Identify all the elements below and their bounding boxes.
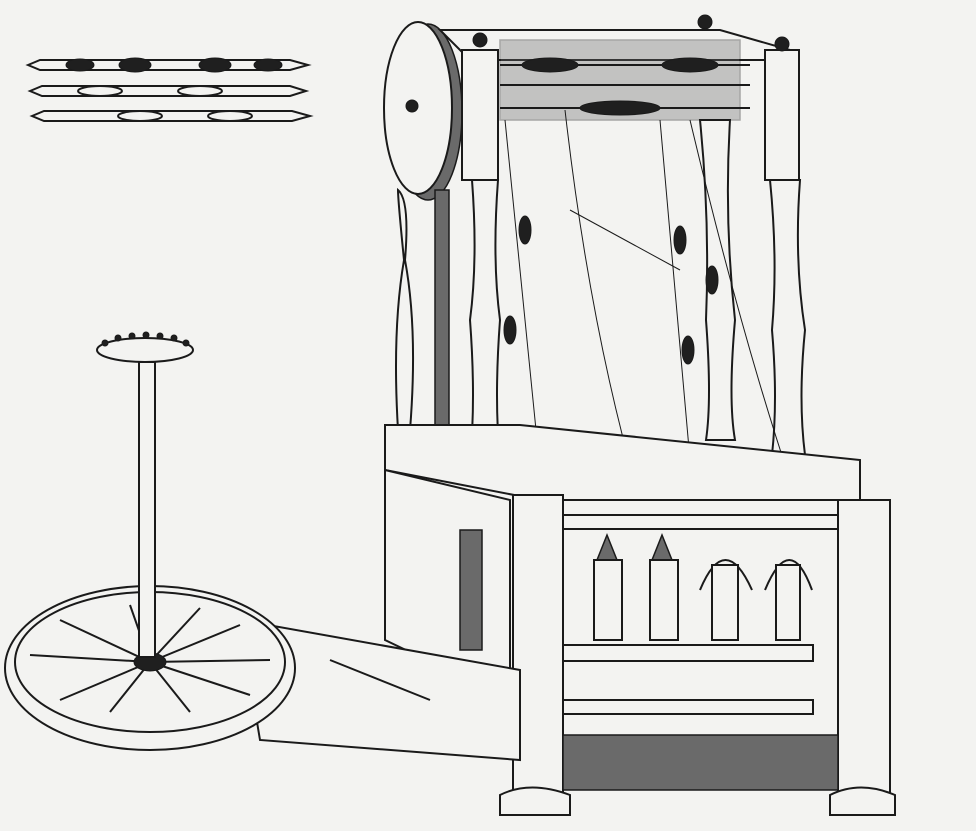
spindle-2 xyxy=(27,85,310,97)
bobbin-3 xyxy=(699,559,753,641)
pulley-disc xyxy=(383,21,463,201)
threads xyxy=(503,109,791,501)
bobbins xyxy=(593,532,813,641)
spindle-3 xyxy=(29,110,314,122)
spindle-1 xyxy=(25,57,312,73)
creel-pegs xyxy=(101,331,190,347)
bobbin-2 xyxy=(649,532,679,641)
bobbin-4 xyxy=(764,559,813,641)
frame-top xyxy=(437,14,800,181)
spinning-wheel xyxy=(4,331,296,751)
bobbin-1 xyxy=(593,532,623,641)
spindle-set xyxy=(25,57,314,122)
lower-frame xyxy=(384,424,896,816)
wheel-spokes xyxy=(29,604,271,713)
